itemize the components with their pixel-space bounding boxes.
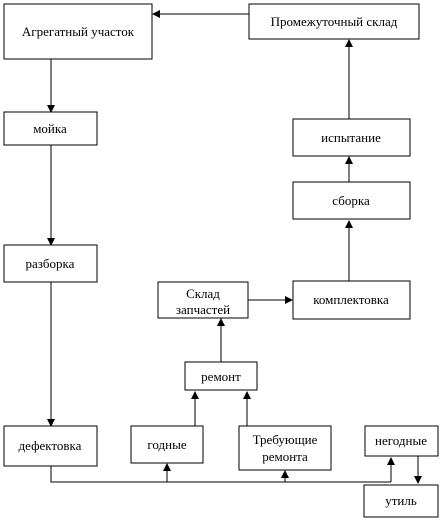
node-godnye-label: годные [147,437,186,452]
node-sklad-label-line1: Склад [186,286,220,301]
node-negodnye: негодные [364,425,439,457]
node-moyka: мойка [3,111,98,146]
node-komplektovka-label: комплектовка [313,292,389,307]
node-sborka-label: сборка [332,193,370,208]
node-ispytanie: испытание [292,118,411,157]
node-trebuyuschie-label-line1: Требующие [253,432,318,447]
node-ispytanie-label: испытание [321,130,381,145]
node-moyka-label: мойка [33,121,67,136]
node-sklad-label-line2: запчастей [176,302,230,317]
node-defektovka: дефектовка [3,425,98,467]
node-sborka: сборка [292,181,411,220]
node-agregatny-label: Агрегатный участок [22,24,135,39]
node-agregatny: Агрегатный участок [3,3,153,60]
node-defektovka-label: дефектовка [19,438,82,453]
node-razborka-label: разборка [26,256,75,271]
node-remont-label: ремонт [201,369,241,384]
node-promezhutochny-label: Промежуточный склад [271,14,398,29]
node-negodnye-label: негодные [375,433,427,448]
node-sklad-zapchastey: Склад запчастей [157,281,249,319]
node-util: утиль [363,484,439,518]
edge-defektovka-bottom-bus [50,466,391,483]
node-razborka: разборка [3,244,98,283]
node-util-label: утиль [385,493,417,508]
node-trebuyuschie-label-line2: ремонта [262,449,308,464]
node-remont: ремонт [184,361,258,391]
node-promezhutochny: Промежуточный склад [248,3,420,40]
node-godnye: годные [130,425,204,464]
node-komplektovka: комплектовка [292,280,411,320]
edges [47,10,422,484]
node-trebuyuschie-remonta: Требующие ремонта [238,425,332,471]
